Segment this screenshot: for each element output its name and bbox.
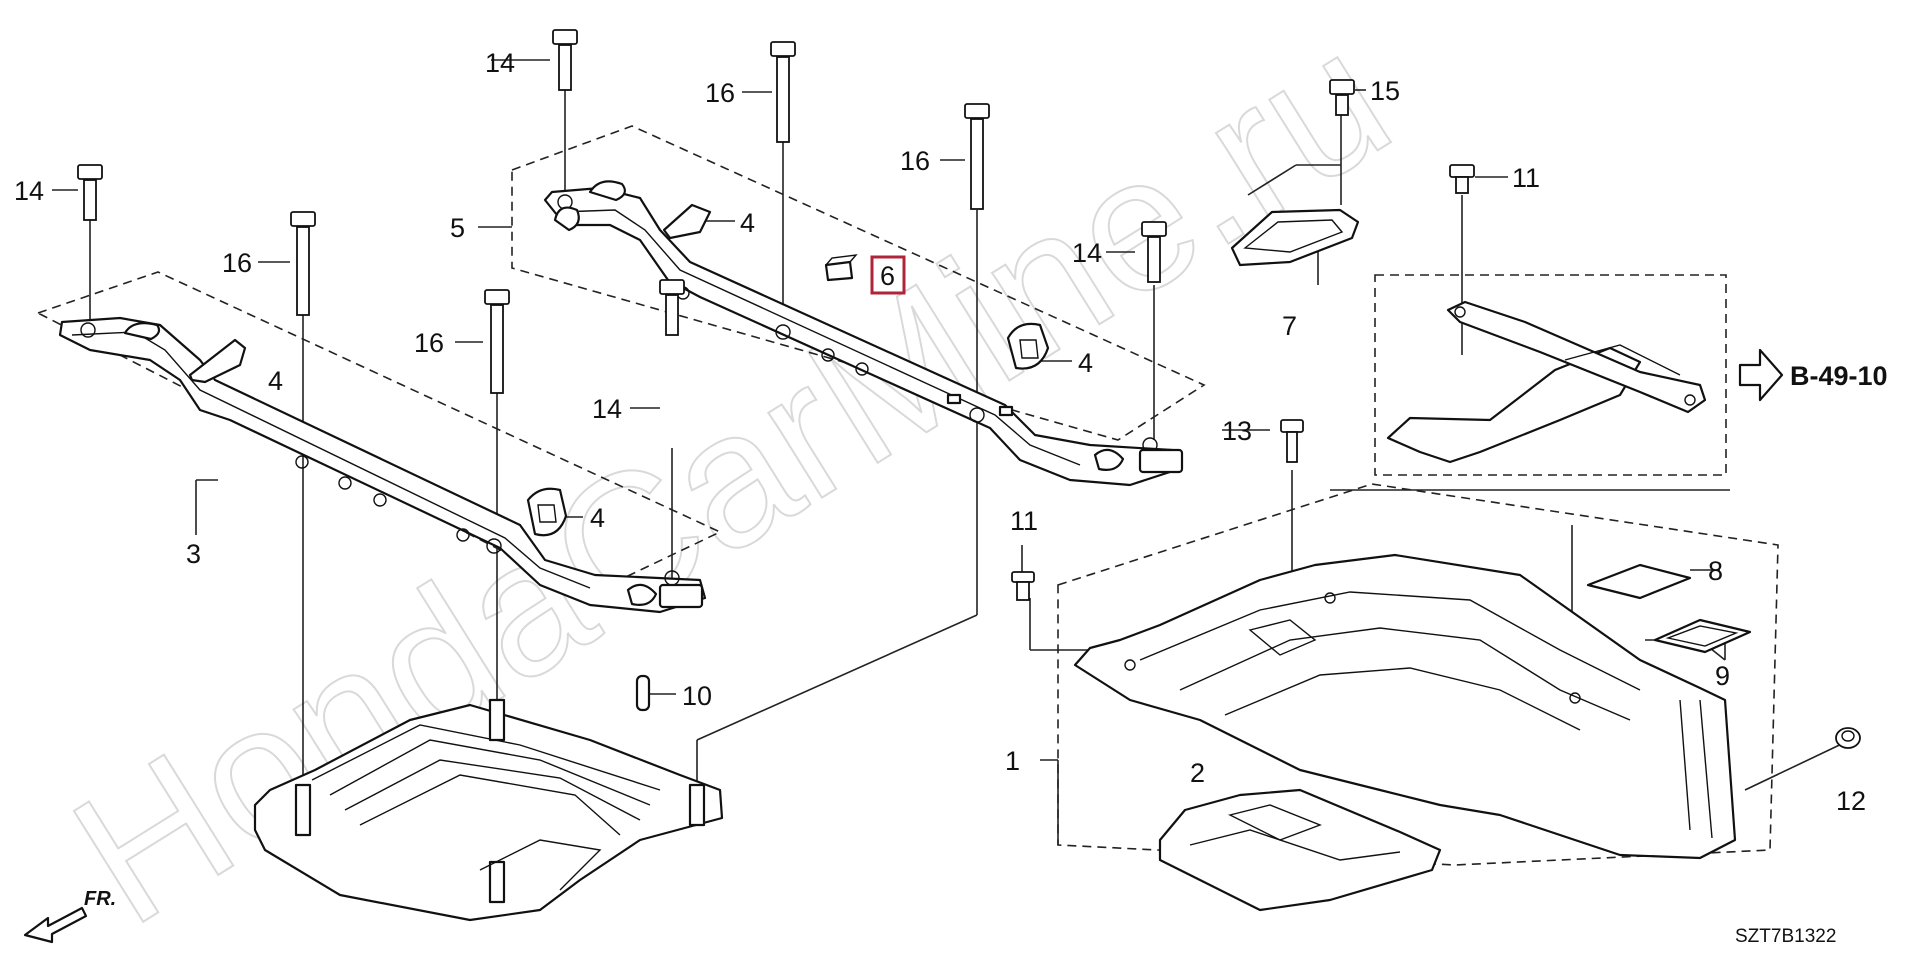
callout-9: 9 bbox=[1715, 661, 1730, 691]
pin-part-10 bbox=[635, 674, 651, 712]
callout-6-highlight: 6 bbox=[870, 255, 906, 295]
bolts bbox=[77, 29, 1861, 749]
clip-part-4-a bbox=[188, 338, 247, 384]
callout-8: 8 bbox=[1708, 556, 1723, 586]
callouts: 14 16 4 3 16 14 4 10 14 5 4 16 6 16 14 4… bbox=[14, 48, 1888, 947]
bolt-15 bbox=[1329, 79, 1355, 116]
clip-part-4-c bbox=[1006, 322, 1050, 370]
callout-15: 15 bbox=[1370, 76, 1400, 106]
undercover-part-1 bbox=[1073, 553, 1737, 860]
callout-16-left: 16 bbox=[222, 248, 252, 278]
part-6-block bbox=[824, 254, 858, 282]
bolt-16-top bbox=[770, 41, 796, 143]
bolt-14-left bbox=[77, 164, 103, 221]
callout-14-left: 14 bbox=[14, 176, 44, 206]
front-direction-marker: FR. bbox=[23, 888, 116, 944]
pad-part-9 bbox=[1653, 618, 1752, 654]
bracket-assembly bbox=[1386, 300, 1707, 464]
group-outline-crossmember-front bbox=[511, 125, 1206, 441]
callout-4-b: 4 bbox=[740, 208, 755, 238]
callout-4-a: 4 bbox=[268, 366, 283, 396]
bolt-14-top bbox=[552, 29, 578, 91]
bolt-13 bbox=[1280, 419, 1304, 463]
callout-7: 7 bbox=[1282, 311, 1297, 341]
front-label: FR. bbox=[84, 888, 116, 910]
undercover-part-2 bbox=[1158, 788, 1442, 912]
bolt-16-right bbox=[964, 103, 990, 210]
callout-14-right: 14 bbox=[1072, 238, 1102, 268]
callout-11-top: 11 bbox=[1512, 163, 1540, 193]
clip-part-4-d bbox=[526, 487, 568, 537]
callout-12: 12 bbox=[1836, 786, 1866, 816]
bolt-11-top bbox=[1449, 164, 1475, 194]
callout-16-mid: 16 bbox=[414, 328, 444, 358]
callout-14-top: 14 bbox=[485, 48, 515, 78]
callout-4-d: 4 bbox=[590, 503, 605, 533]
clip-part-4-b bbox=[662, 203, 712, 240]
callout-2: 2 bbox=[1190, 758, 1205, 788]
callout-16-right: 16 bbox=[900, 146, 930, 176]
callout-14-mid: 14 bbox=[592, 394, 622, 424]
callout-5: 5 bbox=[450, 213, 465, 243]
diagram-code: SZT7B1322 bbox=[1735, 926, 1836, 947]
pad-part-8 bbox=[1586, 563, 1692, 600]
bolt-16-mid bbox=[484, 289, 510, 394]
grommet-12 bbox=[1835, 727, 1861, 749]
bolt-16-left bbox=[290, 211, 316, 316]
group-outline-bracket-assembly bbox=[1374, 274, 1727, 476]
reference-b-49-10: B-49-10 bbox=[1790, 361, 1888, 391]
callout-1: 1 bbox=[1005, 746, 1020, 776]
callout-6: 6 bbox=[880, 261, 895, 291]
bolt-11-mid bbox=[1011, 571, 1035, 601]
callout-11-mid: 11 bbox=[1010, 506, 1038, 536]
callout-3: 3 bbox=[186, 539, 201, 569]
ref-arrow bbox=[1738, 348, 1784, 402]
crossmember-front bbox=[543, 180, 1184, 487]
callout-13: 13 bbox=[1222, 416, 1252, 446]
battery-unit bbox=[253, 698, 724, 922]
plate-part-7 bbox=[1230, 208, 1360, 267]
crossmember-rear bbox=[58, 316, 707, 614]
bolt-14-mid bbox=[659, 279, 685, 336]
bolt-14-right bbox=[1141, 221, 1167, 283]
callout-10: 10 bbox=[682, 681, 712, 711]
callout-16-top: 16 bbox=[705, 78, 735, 108]
callout-4-c: 4 bbox=[1078, 348, 1093, 378]
